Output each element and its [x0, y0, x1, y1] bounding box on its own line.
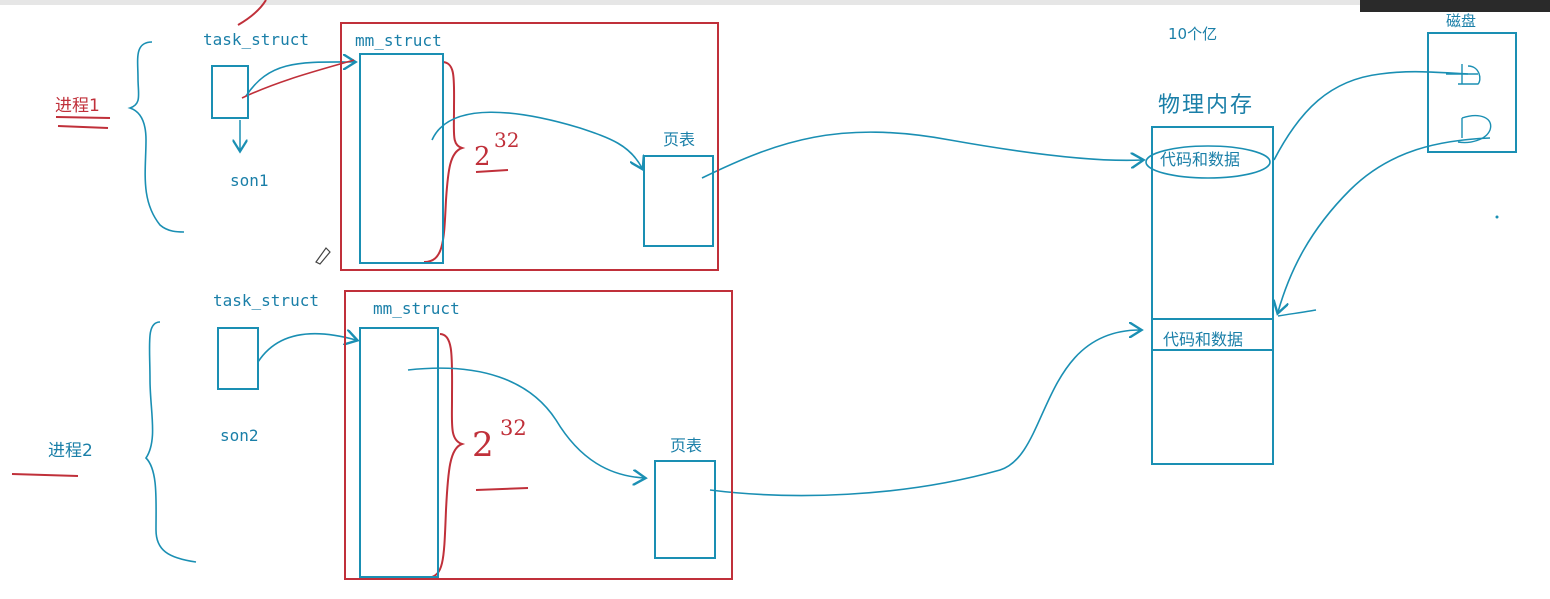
annot1-underline	[475, 169, 509, 173]
process1-mm-struct-label: mm_struct	[355, 31, 442, 50]
process2-annotation-exponent: 32	[500, 416, 527, 440]
process1-annotation-exponent: 32	[494, 128, 520, 152]
process2-mm-region	[344, 290, 733, 580]
webcam-overlay	[1360, 0, 1550, 12]
memory-side-tick	[1277, 309, 1317, 317]
process1-child-label: son1	[230, 171, 269, 190]
process1-virtual-space-box	[359, 53, 444, 264]
process2-task-struct-box	[217, 327, 259, 390]
physical-memory-box	[1151, 126, 1274, 465]
mm1-pagetable-arrow	[431, 111, 642, 168]
memory-title: 物理内存	[1158, 93, 1255, 118]
task1-mm-arrow	[245, 62, 354, 97]
process1-task-struct-label: task_struct	[203, 30, 309, 49]
memory-block2-box	[1151, 318, 1274, 351]
task1-mm-arrow-red	[241, 59, 355, 99]
process1-page-table-label: 页表	[663, 130, 696, 149]
pagetable2-memory-arrow	[709, 330, 1140, 497]
process2-brace	[144, 321, 197, 563]
process2-label: 进程2	[48, 441, 93, 461]
process2-virtual-space-box	[359, 327, 439, 578]
disk-glyph-1	[1446, 64, 1481, 85]
disk-box	[1427, 32, 1517, 153]
process1-annotation-base: 2	[474, 142, 491, 172]
disk-title: 磁盘	[1446, 12, 1477, 30]
pagetable1-memory-arrow	[701, 131, 1142, 179]
disk-memory-arrow	[1278, 137, 1491, 312]
process2-child-label: son2	[220, 426, 259, 445]
process1-brace	[127, 41, 185, 233]
annot2-underline	[475, 487, 529, 491]
disk-glyph-2	[1457, 114, 1492, 144]
memory-block1-label: 代码和数据	[1160, 150, 1241, 169]
window-top-strip	[0, 0, 1550, 5]
task2-mm-arrow	[257, 334, 356, 363]
process2-mm-struct-label: mm_struct	[373, 299, 460, 318]
memory-count-note: 10个亿	[1168, 25, 1218, 43]
process2-page-table-label: 页表	[670, 436, 703, 455]
process1-underline2	[57, 125, 109, 129]
process1-mm-region	[340, 22, 719, 271]
process2-page-table-box	[654, 460, 716, 559]
red-scribble-mark	[237, 0, 267, 26]
process2-task-struct-label: task_struct	[213, 291, 319, 310]
disk-dot	[1495, 215, 1499, 219]
pen-cursor-icon	[315, 247, 331, 265]
mm2-pagetable-arrow	[407, 367, 644, 478]
process1-task-struct-box	[211, 65, 249, 119]
memory-block1-ellipse	[1145, 145, 1271, 179]
memory-block2-label: 代码和数据	[1163, 330, 1244, 349]
process2-annotation-base: 2	[472, 425, 494, 465]
process1-underline	[55, 116, 111, 119]
process1-page-table-box	[643, 155, 714, 247]
memory-disk-arrow	[1273, 70, 1469, 161]
process1-label: 进程1	[55, 96, 100, 116]
process2-underline	[11, 473, 79, 477]
